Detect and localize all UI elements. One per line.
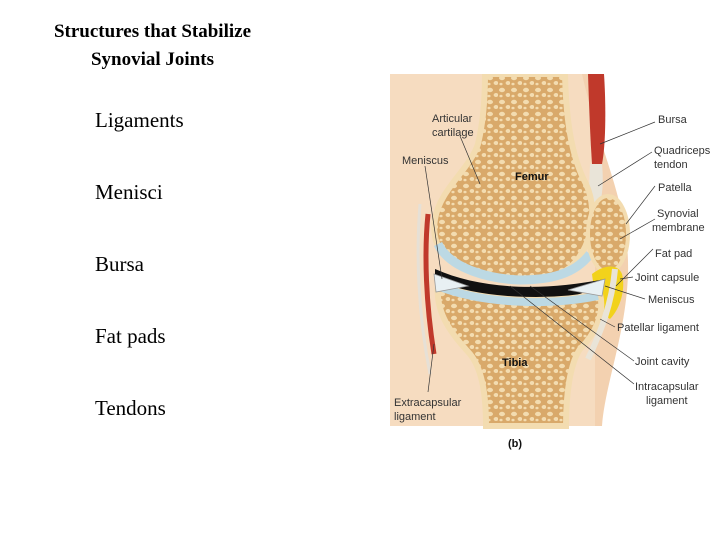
label-joint-capsule: Joint capsule xyxy=(635,272,699,284)
joint-capsule-left xyxy=(416,203,432,375)
label-fat-pad: Fat pad xyxy=(655,248,692,260)
bullet-ligaments: Ligaments xyxy=(95,108,184,132)
label-extracapsular-1: Extracapsular xyxy=(394,397,462,409)
label-bursa: Bursa xyxy=(658,114,688,126)
knee-joint-figure: Articular cartilage Meniscus Femur Tibia… xyxy=(390,74,720,454)
bullet-tendons: Tendons xyxy=(95,396,166,420)
panel-label: (b) xyxy=(508,438,522,450)
knee-diagram: Articular cartilage Meniscus Femur Tibia… xyxy=(390,74,711,450)
extracapsular-ligament xyxy=(423,213,437,355)
label-intracapsular-1: Intracapsular xyxy=(635,381,699,393)
quadriceps-muscle xyxy=(588,74,606,164)
label-synovial-2: membrane xyxy=(652,222,705,234)
articular-cartilage-tibia xyxy=(438,283,599,307)
label-quadriceps-2: tendon xyxy=(654,159,688,171)
meniscus-left-wedge xyxy=(433,273,470,293)
bullet-list: Ligaments Menisci Bursa Fat pads Tendons xyxy=(95,108,184,468)
patellar-ligament xyxy=(585,268,618,361)
joint-cavity xyxy=(435,269,605,300)
slide-title: Structures that Stabilize Synovial Joint… xyxy=(10,18,295,74)
bullet-bursa: Bursa xyxy=(95,252,144,276)
label-articular-cartilage-1: Articular xyxy=(432,113,473,125)
label-extracapsular-2: ligament xyxy=(394,411,436,423)
label-patellar-ligament: Patellar ligament xyxy=(617,322,699,334)
label-tibia: Tibia xyxy=(502,357,528,369)
label-quadriceps-1: Quadriceps xyxy=(654,145,711,157)
meniscus-right-wedge xyxy=(567,278,606,297)
label-articular-cartilage-2: cartilage xyxy=(432,127,474,139)
bullet-fat-pads: Fat pads xyxy=(95,324,166,348)
label-synovial-1: Synovial xyxy=(657,208,699,220)
label-femur: Femur xyxy=(515,171,549,183)
patella xyxy=(586,194,630,274)
label-intracapsular-2: ligament xyxy=(646,395,688,407)
slide-title-line-1: Structures that Stabilize xyxy=(53,21,252,42)
slide-title-line-2: Synovial Joints xyxy=(90,49,214,70)
label-meniscus-left: Meniscus xyxy=(402,155,449,167)
label-patella: Patella xyxy=(658,182,693,194)
bullet-menisci: Menisci xyxy=(95,180,163,204)
label-joint-cavity: Joint cavity xyxy=(635,356,690,368)
articular-cartilage-femur xyxy=(433,241,594,285)
leader-lines xyxy=(424,121,656,393)
label-meniscus-right: Meniscus xyxy=(648,294,695,306)
